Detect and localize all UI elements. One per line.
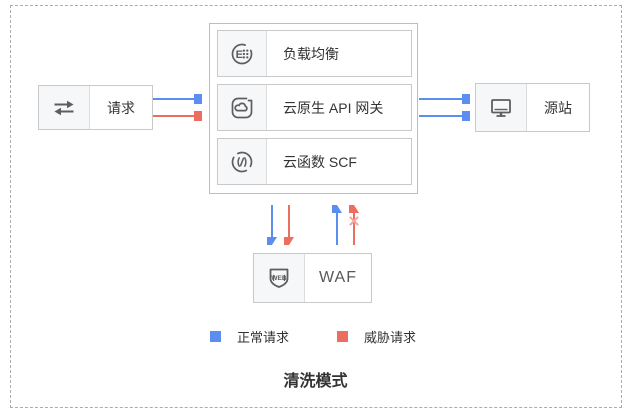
load-balancer-icon-glyph: E (229, 41, 255, 67)
origin-server-node: 源站 (475, 83, 590, 132)
cloud-function-label: 云函数 SCF (283, 153, 357, 170)
svg-text:E: E (236, 49, 243, 61)
svg-text:WEB: WEB (271, 275, 286, 282)
blocked-cross-icon (348, 215, 360, 227)
cloud-function-icon (218, 139, 267, 184)
load-balancer-icon: E (218, 31, 267, 76)
api-gateway-label: 云原生 API 网关 (283, 99, 384, 116)
monitor-icon (476, 84, 527, 131)
arrow-normal-down-to-waf (267, 205, 277, 245)
web-shield-icon-glyph: WEB (266, 265, 292, 291)
legend-label-threat: 威胁请求 (364, 330, 417, 345)
load-balancer-node: E 负载均衡 (217, 30, 412, 77)
blue-square-swatch (210, 331, 221, 342)
diagram-title: 清洗模式 (283, 373, 348, 390)
legend-label-normal: 正常请求 (237, 330, 290, 345)
exchange-icon-glyph (51, 95, 77, 121)
diagram-dashed-border (10, 5, 622, 408)
load-balancer-label: 负载均衡 (283, 45, 339, 62)
waf-node: WEB WAF (253, 253, 372, 303)
arrow-normal-up-from-waf (332, 205, 342, 245)
arrow-normal-to-origin-1 (419, 94, 470, 104)
arrow-threat-blocked-up-from-waf (349, 205, 359, 245)
api-gateway-node: 云原生 API 网关 (217, 84, 412, 131)
red-square-swatch (337, 331, 348, 342)
origin-server-label: 源站 (544, 99, 572, 116)
monitor-icon-glyph (488, 95, 514, 121)
api-gateway-cloud-icon-glyph (229, 95, 255, 121)
arrow-threat-down-to-waf (284, 205, 294, 245)
web-shield-icon: WEB (254, 254, 305, 302)
arrow-normal-request-to-cluster (153, 94, 202, 104)
legend-item-normal: 正常请求 (210, 327, 289, 346)
cloud-function-node: 云函数 SCF (217, 138, 412, 185)
legend-item-threat: 威胁请求 (337, 327, 416, 346)
api-gateway-cloud-icon (218, 85, 267, 130)
request-node: 请求 (38, 85, 153, 130)
cloud-function-icon-glyph (229, 149, 255, 175)
exchange-icon (39, 86, 90, 129)
protected-services-group: E 负载均衡 (209, 23, 418, 194)
waf-label: WAF (319, 269, 357, 286)
arrow-normal-to-origin-2 (419, 111, 470, 121)
request-node-label: 请求 (107, 99, 135, 116)
arrow-threat-request-to-cluster (153, 111, 202, 121)
